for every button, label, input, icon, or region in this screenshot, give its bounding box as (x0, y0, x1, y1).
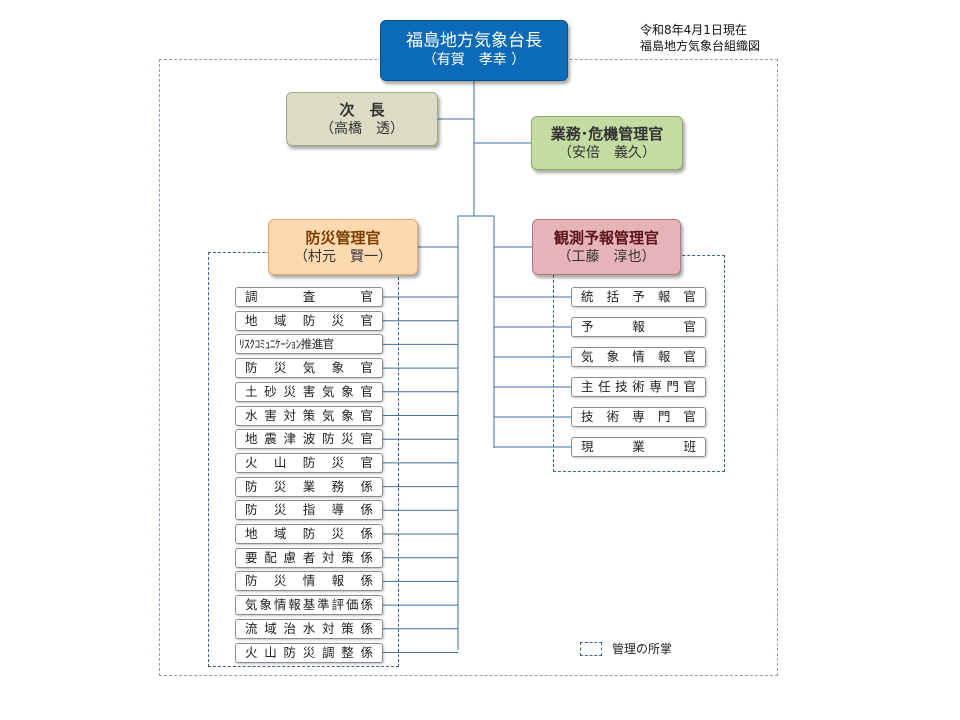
crisis-manager-title: 業務･危機管理官 (550, 124, 664, 143)
disaster-unit-item: 防災指導係 (235, 500, 383, 521)
deputy-title: 次 長 (339, 100, 385, 119)
disaster-manager-name: （村元 賢一） (294, 248, 392, 265)
disaster-manager-title: 防災管理官 (305, 228, 381, 247)
forecast-unit-item: 主任技術専門官 (571, 377, 706, 397)
chart-title: 福島地方気象台組織図 (640, 39, 761, 53)
disaster-unit-item: 防災気象官 (235, 358, 383, 379)
forecast-manager-name: （工藤 淳也） (557, 248, 656, 265)
date-line: 令和8年4月1日現在 (640, 23, 747, 37)
disaster-unit-item: 気象情報基準評価係 (235, 595, 383, 616)
disaster-unit-item: 土砂災害気象官 (235, 381, 383, 402)
legend-dashed-swatch (580, 642, 602, 656)
forecast-unit-item: 現業班 (571, 437, 706, 457)
director-box: 福島地方気象台長 （有賀 孝幸 ） (380, 20, 568, 81)
forecast-unit-item: 技術専門官 (571, 407, 706, 427)
disaster-unit-item: 流域治水対策係 (235, 618, 383, 639)
deputy-box: 次 長 （高橋 透） (286, 92, 438, 146)
forecast-manager-title: 観測予報管理官 (553, 228, 659, 247)
disaster-manager-box: 防災管理官 （村元 賢一） (268, 219, 418, 275)
director-name: （有賀 孝幸 ） (422, 52, 526, 68)
disaster-unit-item: 水害対策気象官 (235, 405, 383, 426)
forecast-unit-item: 予報官 (571, 317, 706, 337)
disaster-unit-item: ﾘｽｸｺﾐｭﾆｹｰｼｮﾝ推進官 (235, 334, 383, 355)
forecast-unit-item: 気象情報官 (571, 347, 706, 367)
disaster-unit-item: 地域防災係 (235, 524, 383, 544)
disaster-unit-item: 火山防災官 (235, 452, 383, 473)
disaster-unit-item: 地域防災官 (235, 310, 383, 331)
forecast-unit-item: 統括予報官 (571, 287, 706, 307)
date-note: 令和8年4月1日現在 福島地方気象台組織図 (640, 22, 760, 54)
disaster-unit-item: 防災業務係 (235, 476, 383, 497)
disaster-unit-item: 地震津波防災官 (235, 429, 383, 450)
crisis-manager-name: （安倍 義久） (558, 144, 656, 161)
director-title: 福島地方気象台長 (406, 31, 542, 51)
disaster-unit-item: 調査官 (235, 287, 383, 307)
disaster-unit-item: 要配慮者対策係 (235, 547, 383, 568)
forecast-manager-box: 観測予報管理官 （工藤 淳也） (532, 219, 681, 275)
crisis-manager-box: 業務･危機管理官 （安倍 義久） (531, 116, 683, 170)
deputy-name: （高橋 透） (320, 120, 404, 137)
legend-label: 管理の所掌 (612, 642, 673, 656)
disaster-unit-item: 防災情報係 (235, 571, 383, 592)
disaster-unit-item: 火山防災調整係 (235, 642, 383, 663)
